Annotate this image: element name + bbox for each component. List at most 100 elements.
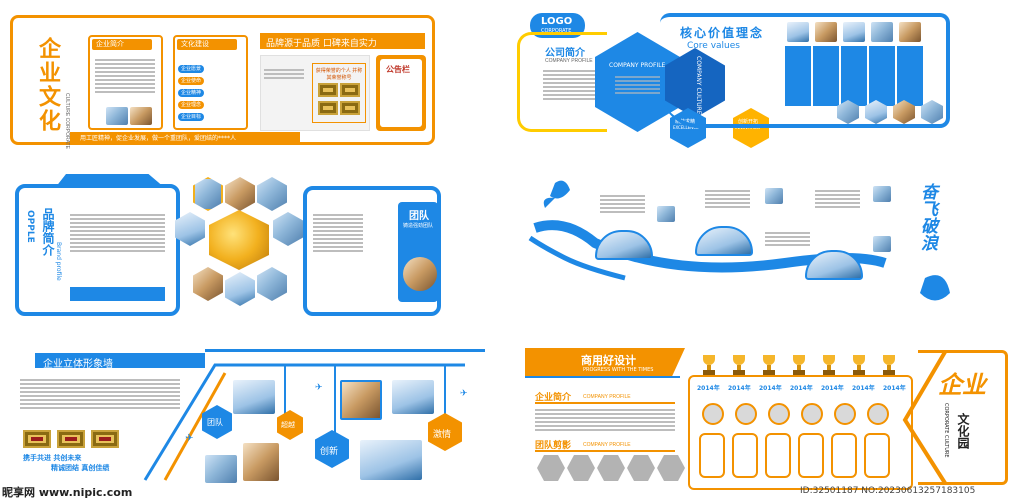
culture-vertical-title: 企业文化 <box>35 37 61 133</box>
brand-bar <box>70 287 165 301</box>
hex-excellence <box>277 410 303 440</box>
climber-photo <box>873 236 891 252</box>
trophy-icon <box>731 355 747 375</box>
hex-photo <box>225 177 255 211</box>
certificate-card <box>798 433 824 478</box>
year-label: 2014年 <box>852 385 875 392</box>
title-text: 企业立体形象墙 <box>43 359 113 370</box>
connector-lines <box>143 363 465 481</box>
certificate-card <box>864 433 890 478</box>
garden-title: 文化园 <box>956 413 970 449</box>
team-hex <box>567 455 595 481</box>
intro-card <box>88 35 163 130</box>
brand-en-sub: Brand profile <box>55 242 62 281</box>
certificate-card <box>732 433 758 478</box>
certificate-card <box>831 433 857 478</box>
medal <box>801 403 823 425</box>
hex-photo <box>257 177 287 211</box>
team-en: COMPANY PROFILE <box>583 442 631 448</box>
brand-title: 品牌简介 <box>41 208 55 256</box>
team-photo <box>205 455 237 483</box>
core-hex-photo <box>921 100 943 124</box>
left-lines <box>20 377 180 411</box>
culture-item: 企业目标 <box>178 103 243 121</box>
brand-frame-top <box>55 174 165 188</box>
culture-item: 企业精神 <box>178 79 243 97</box>
bird-icon: ✈ <box>460 389 468 399</box>
team-title: 团队 <box>409 211 429 222</box>
award-box <box>312 63 366 123</box>
brand-en-vertical: OPPLE <box>25 210 35 243</box>
medal <box>768 403 790 425</box>
hex-photo <box>175 212 205 246</box>
trophy-icon <box>851 355 867 375</box>
medal <box>702 403 724 425</box>
building-photo <box>392 380 434 414</box>
banner-text: 商用好设计 <box>581 354 636 367</box>
medal <box>867 403 889 425</box>
climber-photo <box>657 206 675 222</box>
brand-lines <box>70 212 165 254</box>
intro-en: COMPANY PROFILE <box>545 58 593 64</box>
panel-culture-wall-orange: 企业文化 CULTURE CORPORATE 企业简介 文化建设 企业愿景 企业… <box>10 15 442 150</box>
year-label: 2014年 <box>759 385 782 392</box>
hex-photo <box>273 212 303 246</box>
year-label: 2014年 <box>883 385 906 392</box>
watermark-left: 昵享网 www.nipic.com <box>2 486 133 498</box>
intro-lines <box>535 407 675 433</box>
award-plaque <box>91 430 119 448</box>
garden-big: 企业 <box>938 370 986 399</box>
tab-culture: 文化建设 <box>177 39 237 50</box>
award-plaque <box>340 101 360 115</box>
year-label: 2014年 <box>697 385 720 392</box>
intro-rule <box>535 402 675 404</box>
award-plaque <box>318 83 338 97</box>
team-sub: 铸造强劲团队 <box>403 223 434 229</box>
certificate-card <box>765 433 791 478</box>
team-hex <box>627 455 655 481</box>
hex-passion <box>428 413 462 451</box>
intro-photo <box>130 107 152 125</box>
hex-gold-center <box>209 210 269 270</box>
culture-item: 企业理念 <box>178 91 243 109</box>
core-card <box>813 46 839 106</box>
building-photo <box>340 380 382 420</box>
wave-lines <box>765 230 810 248</box>
intro-lines <box>543 68 598 102</box>
panel-wave-wall: 奋飞破浪 <box>525 168 965 313</box>
logo-sub: CORPORATE <box>541 28 572 34</box>
wave-lines <box>705 188 750 210</box>
motto-line1: 携手共进 共创未来 <box>23 454 82 462</box>
bird-icon: ✈ <box>185 433 194 444</box>
banner-underline <box>525 376 680 378</box>
team-title: 团队剪影 <box>535 441 572 451</box>
team-lines <box>313 212 363 254</box>
motto-line2: 精诚团结 真创佳绩 <box>51 464 110 472</box>
team-rule <box>535 450 675 452</box>
team-hex <box>597 455 625 481</box>
intro-title: 企业简介 <box>535 393 572 403</box>
team-photo <box>243 443 279 481</box>
award-plaque <box>340 83 360 97</box>
award-plaque <box>57 430 85 448</box>
intro-title: 公司简介 <box>545 48 585 59</box>
garden-chevron <box>902 350 947 485</box>
watermark-right: ID:32501187 NO:20230613257183105 <box>800 486 976 496</box>
top-line <box>205 349 485 352</box>
core-en: Core values <box>687 41 740 51</box>
panel-core-values: LOGO CORPORATE 公司简介 COMPANY PROFILE COMP… <box>515 10 955 148</box>
panel-culture-garden: 商用好设计 PROGRESS WITH THE TIMES 企业简介 COMPA… <box>525 345 1015 490</box>
title-bar <box>35 353 205 368</box>
year-label: 2014年 <box>790 385 813 392</box>
hex-culture-label: COMPANY CULTURE <box>695 56 702 115</box>
core-hex-photo <box>893 100 915 124</box>
notice-board-inner <box>380 59 422 127</box>
core-card <box>897 46 923 106</box>
core-photo <box>843 22 865 42</box>
headline-text: 品牌源于品质 口碑来自实力 <box>266 39 377 49</box>
core-photo <box>899 22 921 42</box>
bird-icon: ✈ <box>315 383 323 393</box>
climber-photo <box>873 186 891 202</box>
award-plaque <box>318 101 338 115</box>
core-card <box>785 46 811 106</box>
